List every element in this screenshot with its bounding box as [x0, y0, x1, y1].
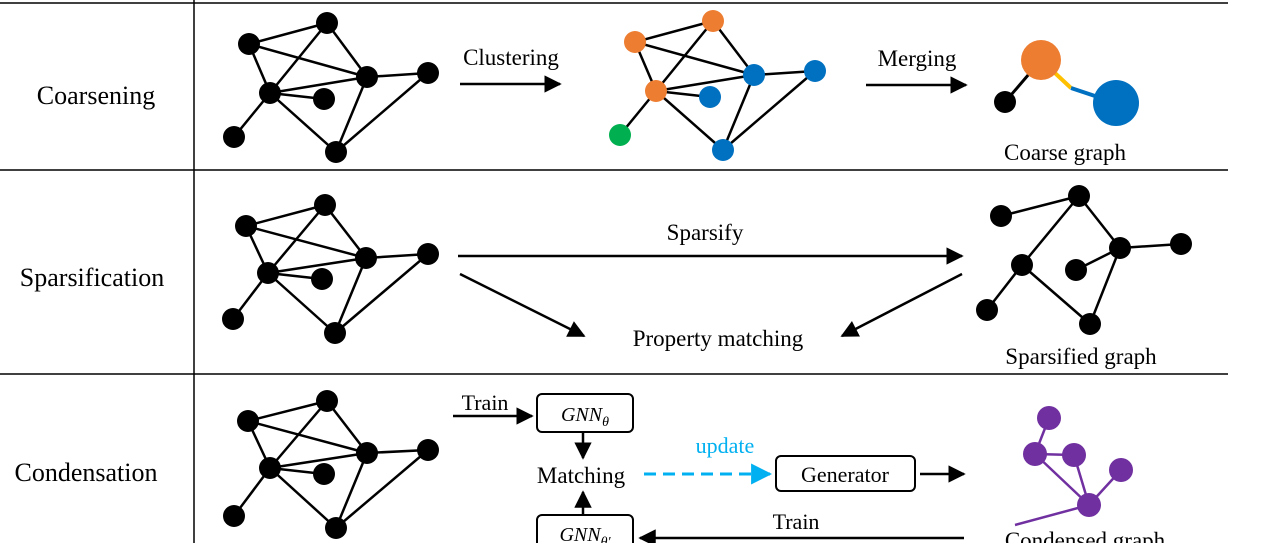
clustered-graph [609, 10, 826, 161]
sparsified-graph [976, 185, 1192, 335]
table-grid [0, 0, 1228, 543]
property-matching-label: Property matching [633, 326, 804, 351]
gnn-theta-box [536, 393, 634, 433]
gnn-theta-prime-label: GNNθ′ [559, 524, 611, 543]
step-label-sparsify: Sparsify [667, 220, 744, 245]
row-label-sparsification: Sparsification [20, 263, 164, 292]
condensed-graph [1014, 406, 1133, 527]
update-label: update [696, 433, 755, 458]
result-label-coarse-graph: Coarse graph [1004, 140, 1126, 165]
original-graph [222, 194, 439, 344]
step-label-clustering: Clustering [463, 45, 559, 70]
original-graph [223, 12, 439, 163]
arrow-to-property-matching-right [840, 272, 963, 338]
gnn-theta-prime-box [536, 514, 634, 543]
generator-box [775, 455, 916, 492]
row-label-coarsening: Coarsening [37, 81, 155, 110]
step-label-merging: Merging [878, 46, 957, 71]
row-label-condensation: Condensation [15, 458, 158, 487]
train-label-bottom: Train [773, 509, 820, 534]
coarse-graph [994, 40, 1139, 126]
original-graph [223, 390, 439, 539]
result-label-sparsified-graph: Sparsified graph [1005, 344, 1157, 369]
arrow-to-property-matching-left [459, 272, 586, 338]
matching-label: Matching [537, 463, 626, 488]
result-label-condensed-graph: Condensed graph [1005, 528, 1166, 543]
train-label-top: Train [462, 390, 509, 415]
generator-label: Generator [801, 462, 890, 487]
gnn-theta-label: GNNθ [561, 404, 609, 430]
